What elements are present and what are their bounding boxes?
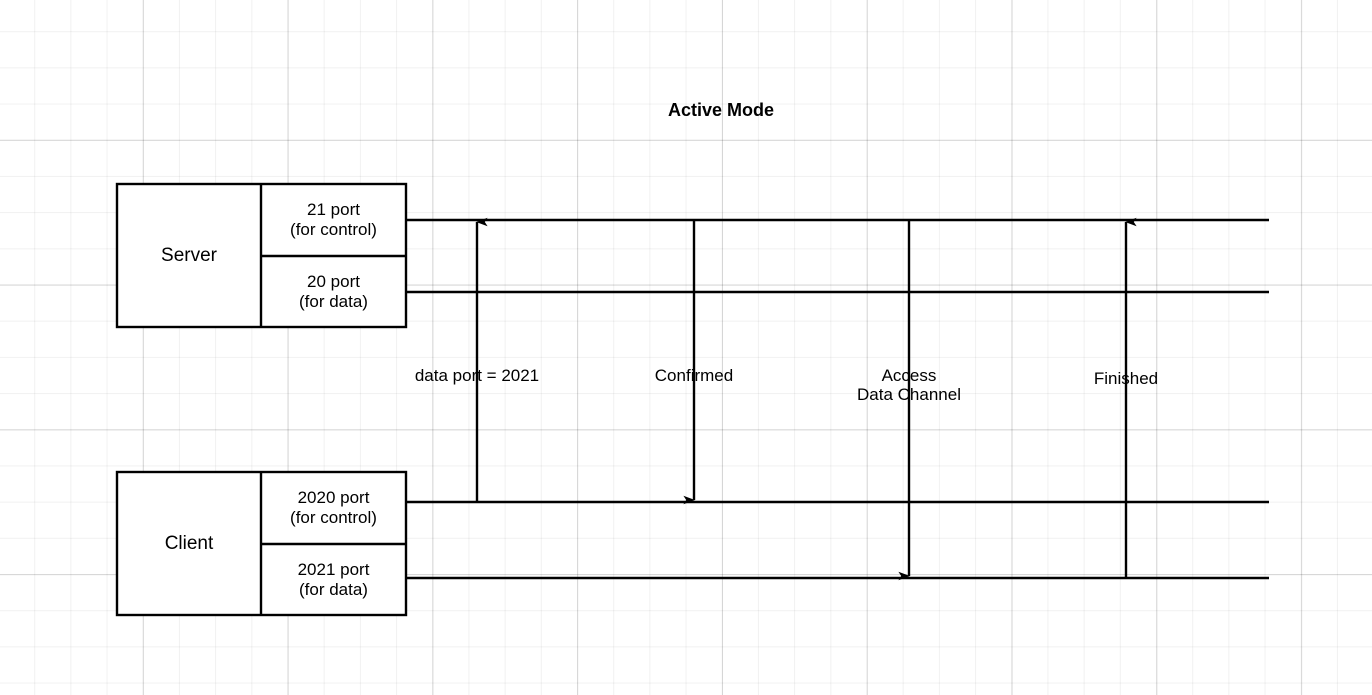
client-data-port-number: 2021 port bbox=[297, 559, 370, 579]
server-name-label: Server bbox=[161, 244, 217, 266]
server-data-port-number: 20 port bbox=[307, 271, 360, 291]
message-label-data-port: data port = 2021 bbox=[414, 366, 540, 385]
client-data-port-role: (for data) bbox=[299, 579, 368, 599]
server-control-port-role: (for control) bbox=[290, 220, 377, 239]
client-data-port-cell: 2021 port (for data) bbox=[261, 544, 406, 615]
server-data-port-role: (for data) bbox=[299, 291, 368, 311]
client-name-label: Client bbox=[164, 532, 214, 554]
server-data-port-cell: 20 port (for data) bbox=[261, 256, 406, 327]
client-control-port-cell: 2020 port (for control) bbox=[261, 472, 406, 544]
message-label-confirmed: Confirmed bbox=[654, 366, 734, 385]
client-control-port-role: (for control) bbox=[290, 508, 377, 527]
message-label-access-data-channel: Access Data Channel bbox=[857, 366, 961, 404]
page-title: Active Mode bbox=[667, 100, 775, 120]
server-control-port-cell: 21 port (for control) bbox=[261, 184, 406, 256]
message-label-finished: Finished bbox=[1093, 369, 1159, 388]
server-node bbox=[115, 182, 408, 329]
client-control-port-number: 2020 port bbox=[297, 488, 370, 507]
server-control-port-number: 21 port bbox=[307, 200, 360, 219]
client-node bbox=[115, 470, 408, 617]
